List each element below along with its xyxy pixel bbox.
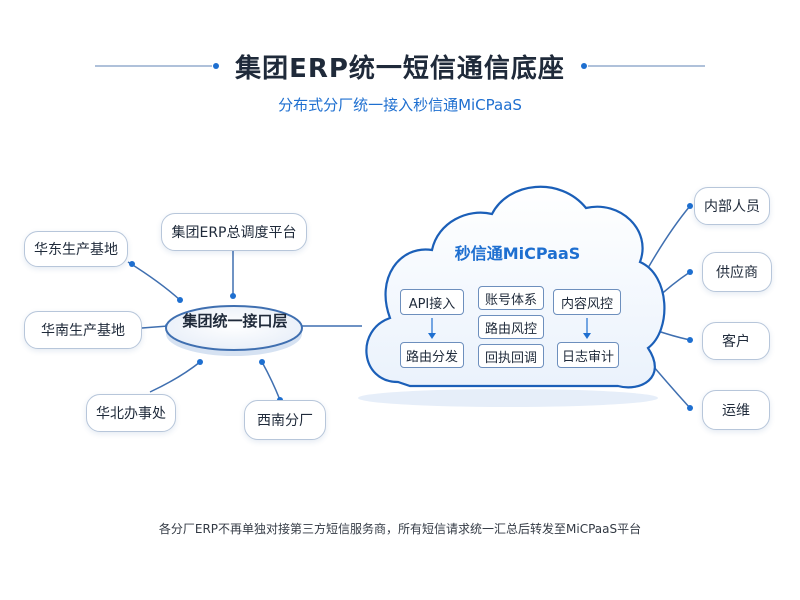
box-content-risk: 内容风控	[553, 289, 621, 315]
cloud-title: 秒信通MiCPaaS	[454, 244, 581, 263]
box-account-system: 账号体系	[478, 286, 544, 310]
arrow-api-to-routing	[428, 318, 436, 339]
node-east-base: 华东生产基地	[24, 231, 128, 267]
box-routing-dispatch: 路由分发	[400, 342, 464, 368]
node-north-office: 华北办事处	[86, 394, 176, 432]
connector-southwest	[259, 359, 283, 403]
node-south-base: 华南生产基地	[24, 311, 142, 349]
page-subtitle: 分布式分厂统一接入秒信通MiCPaaS	[278, 96, 522, 114]
box-log-audit: 日志审计	[557, 342, 619, 368]
title-decoration-left	[95, 63, 219, 69]
node-southwest-factory: 西南分厂	[244, 400, 326, 440]
arrow-content-to-log	[583, 318, 591, 339]
connector-platform	[230, 250, 236, 299]
box-api-access: API接入	[400, 289, 464, 315]
node-internal-staff: 内部人员	[694, 187, 770, 225]
node-supplier: 供应商	[702, 252, 772, 292]
hub-disc	[165, 305, 303, 356]
box-routing-risk: 路由风控	[478, 315, 544, 339]
hub-label: 集团统一接口层	[182, 311, 288, 330]
node-customer: 客户	[702, 322, 770, 360]
node-erp-platform: 集团ERP总调度平台	[161, 213, 307, 251]
box-receipt-callback: 回执回调	[478, 344, 544, 368]
connector-east	[127, 261, 183, 303]
title-decoration-right	[581, 63, 705, 69]
footnote: 各分厂ERP不再单独对接第三方短信服务商，所有短信请求统一汇总后转发至MiCPa…	[158, 522, 642, 536]
node-ops: 运维	[702, 390, 770, 430]
connector-north	[149, 359, 203, 393]
page-title: 集团ERP统一短信通信底座	[235, 54, 565, 84]
connector-internal	[647, 203, 693, 269]
